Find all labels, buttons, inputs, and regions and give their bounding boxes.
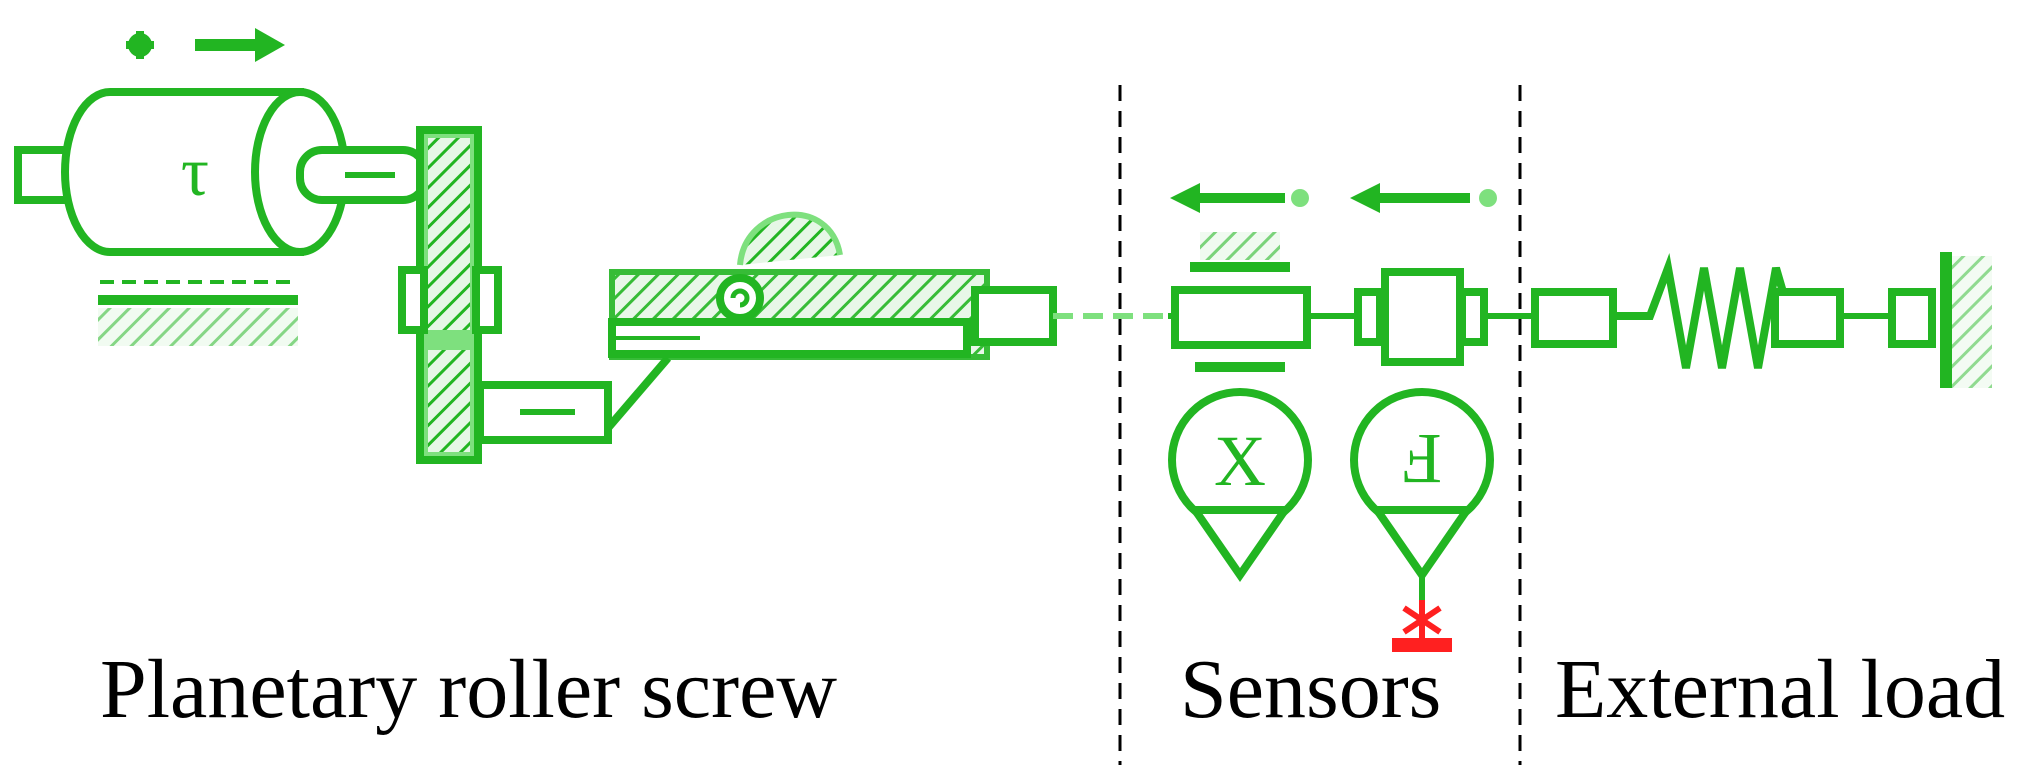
motor-torque-symbol: τ (181, 134, 209, 211)
force-sensor-symbol: F (1402, 419, 1442, 499)
force-sensor: F (1350, 183, 1497, 652)
spring (1609, 252, 1796, 369)
motor-base (98, 280, 298, 346)
motor-direction-arrow (126, 28, 285, 62)
external-load-assembly (1484, 252, 1992, 388)
planetary-roller-screw-assembly: τ (14, 28, 1165, 464)
screw-nut (608, 211, 990, 360)
damper-connector (1771, 288, 1844, 348)
position-sensor-arrow (1170, 183, 1309, 213)
position-sensor: X (1168, 183, 1312, 583)
caption-external-load: External load (1555, 643, 2006, 736)
caption-planetary-roller-screw: Planetary roller screw (100, 643, 838, 736)
motor: τ (61, 87, 349, 257)
screw-output-rod (971, 286, 1057, 346)
gear-pair (398, 126, 502, 464)
ground-marker-icon (1392, 600, 1452, 652)
sensors-assembly: X F (1168, 183, 1497, 652)
force-sensor-arrow (1350, 183, 1497, 213)
position-sensor-symbol: X (1214, 421, 1266, 501)
caption-sensors: Sensors (1180, 643, 1442, 736)
load-connector (1531, 288, 1617, 348)
